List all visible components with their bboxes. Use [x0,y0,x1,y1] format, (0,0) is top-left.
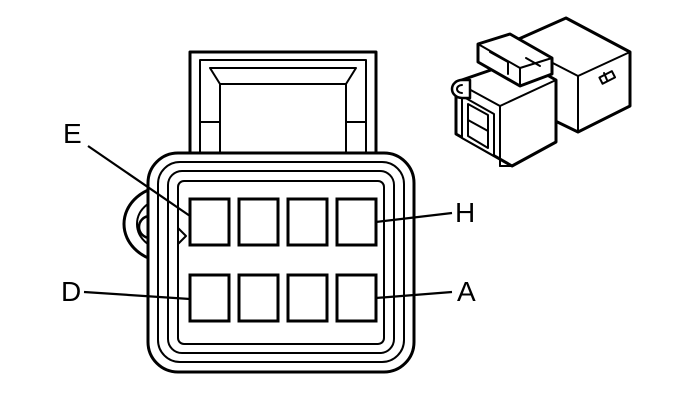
cavity-c [237,273,280,323]
connector-isometric [450,16,632,168]
label-h: H [455,197,475,228]
label-e: E [63,118,82,149]
cavity-h [335,197,378,247]
callout-line-h [375,211,453,224]
cavity-g [286,197,329,247]
connector-face [122,50,416,374]
housing-outer [146,151,416,374]
cavity-f [237,197,280,247]
label-d: D [61,276,81,307]
cavity-b [286,273,329,323]
callout-lines [83,145,453,301]
callout-line-e [87,145,191,217]
label-a: A [457,276,476,307]
callout-line-d [83,290,191,301]
cavity-row-bottom [188,273,378,323]
housing-ring-1 [157,161,405,363]
pin-labels: E H D A [61,118,476,307]
cavity-e [188,197,231,247]
housing-ring-3 [177,180,385,345]
cavity-a [335,273,378,323]
key-notch [177,227,187,245]
housing-ring-2 [167,170,395,354]
cavity-d [188,273,231,323]
callout-line-a [375,290,453,300]
